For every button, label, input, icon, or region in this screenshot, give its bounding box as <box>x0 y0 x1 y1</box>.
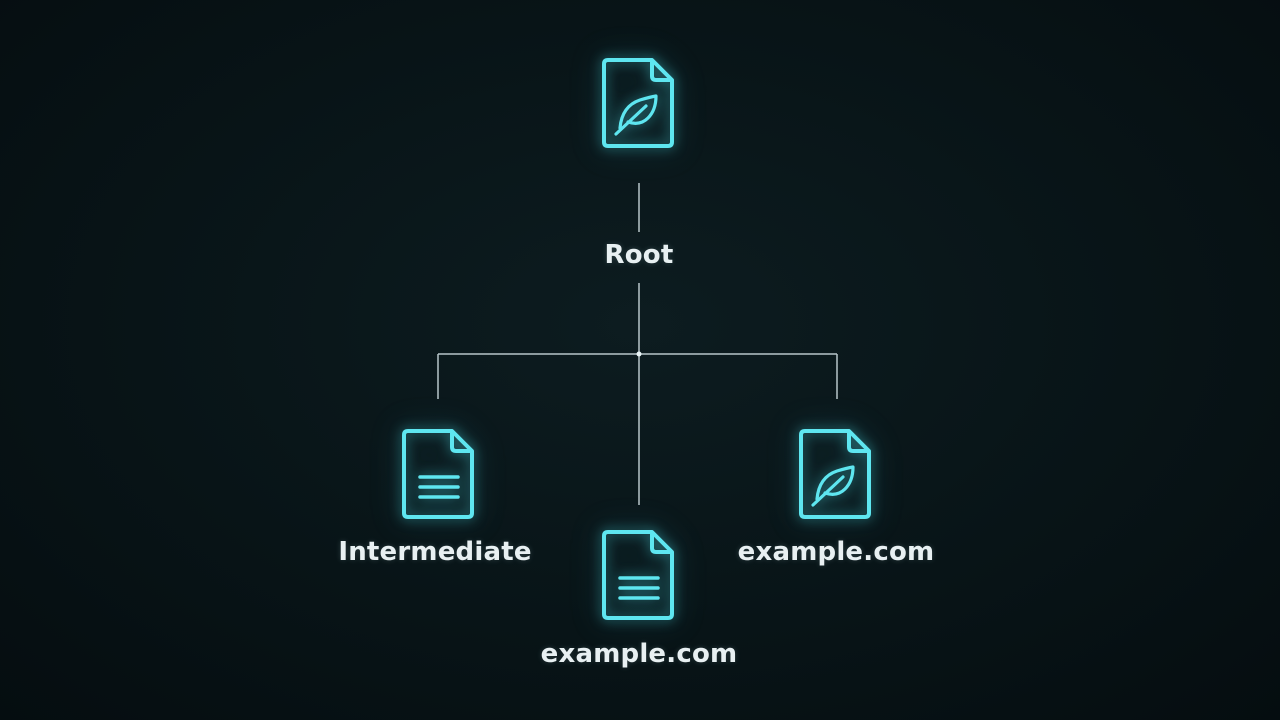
intermediate-label: Intermediate <box>338 537 532 567</box>
leaf-document-icon <box>600 54 680 152</box>
example-com-label-middle: example.com <box>540 639 738 669</box>
leaf-document-icon <box>797 425 877 523</box>
example-com-label-right: example.com <box>737 537 935 567</box>
text-document-icon <box>600 526 680 624</box>
text-document-icon <box>400 425 480 523</box>
root-label: Root <box>604 240 674 270</box>
junction-dot <box>636 351 642 357</box>
